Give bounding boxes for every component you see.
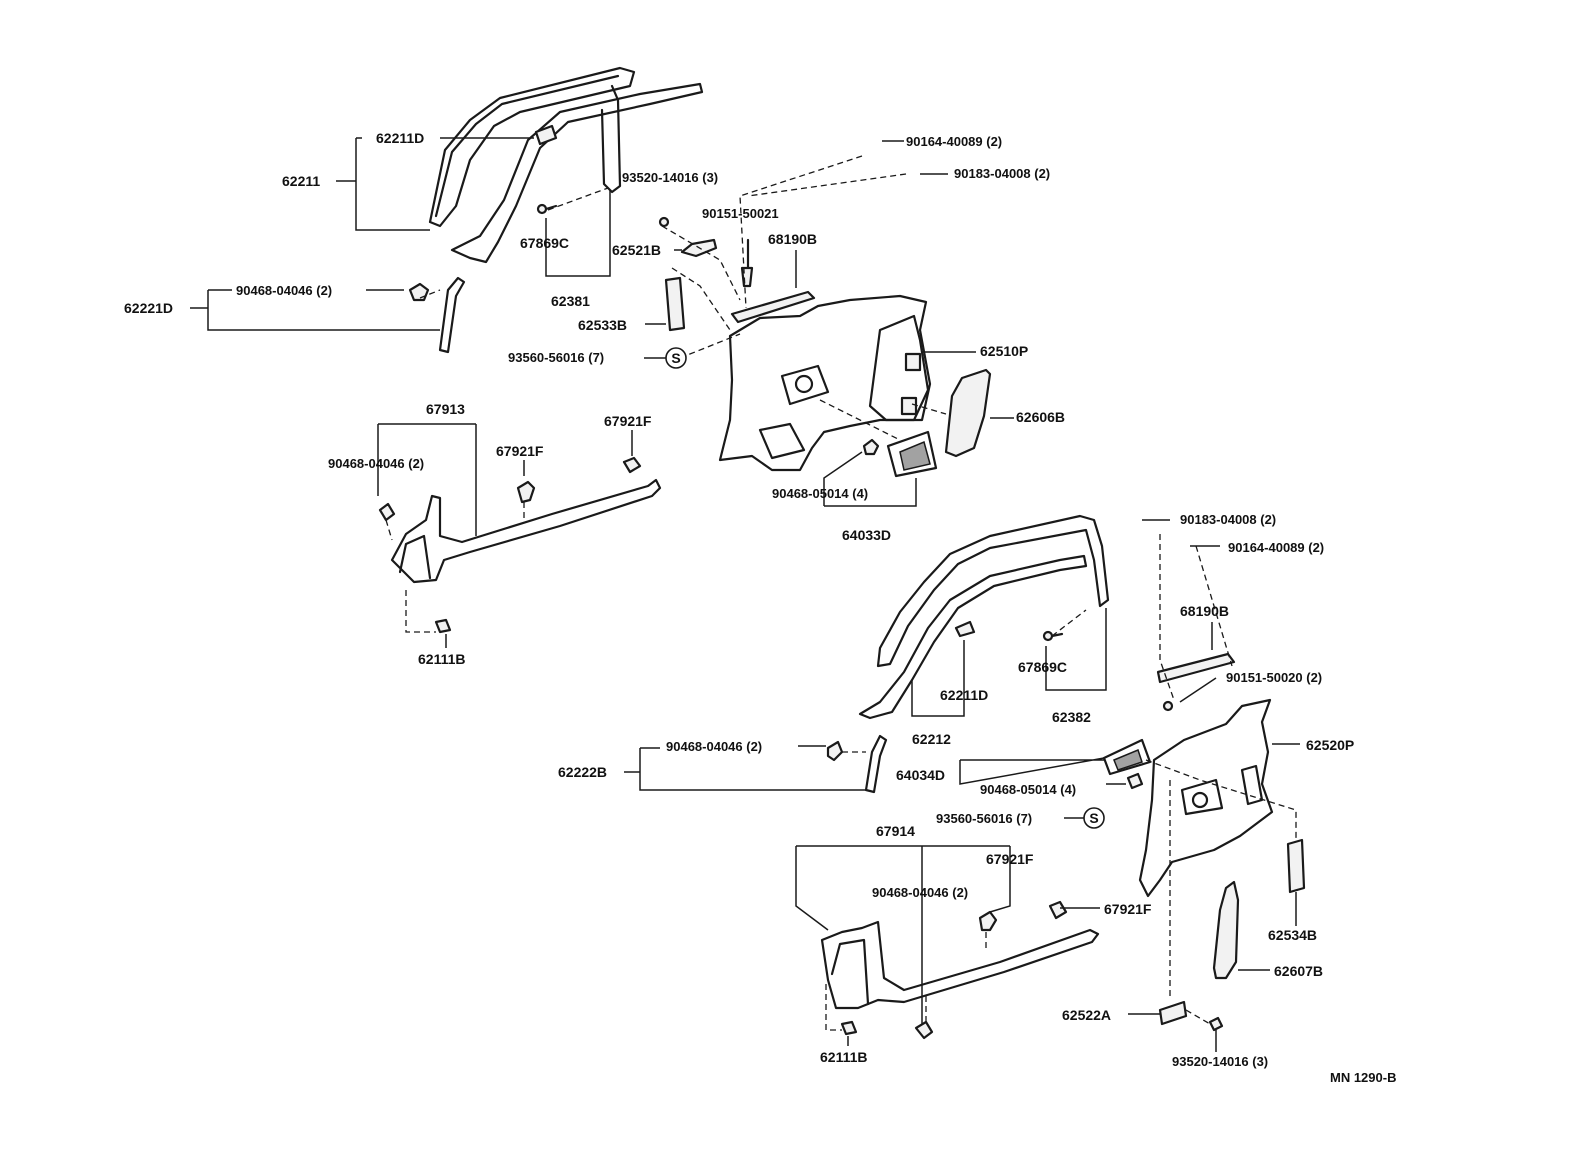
bracket-62534B [1286, 838, 1306, 894]
scuff-plate-67913 [378, 456, 662, 634]
label-68190B-top: 68190B [768, 231, 817, 247]
scuff-plate-68190B-top [730, 238, 816, 324]
label-90468-04046-bot: 90468-04046 (2) [666, 739, 762, 754]
label-62510P: 62510P [980, 343, 1028, 359]
label-62522A: 62522A [1062, 1007, 1111, 1023]
grille-64034D [1102, 738, 1152, 790]
scuff-plate-67914 [820, 900, 1100, 1040]
label-93560-56016-bot: 93560-56016 (7) [936, 811, 1032, 826]
bracket-62521B [658, 216, 718, 258]
label-62211D-bot: 62211D [940, 687, 988, 703]
label-67921F-d: 67921F [1104, 901, 1152, 917]
door-opening-trim-62211 [428, 66, 704, 264]
label-64033D: 64033D [842, 527, 891, 543]
label-67869C-bot: 67869C [1018, 659, 1067, 675]
label-62381: 62381 [551, 293, 590, 309]
label-90468-04046-bot2: 90468-04046 (2) [872, 885, 968, 900]
label-90468-05014-top: 90468-05014 (4) [772, 486, 868, 501]
bracket-62533B [664, 276, 686, 332]
label-67921F-a: 67921F [604, 413, 652, 429]
trim-cover-62606B [944, 368, 992, 458]
label-67869C-top: 67869C [520, 235, 569, 251]
label-62534B: 62534B [1268, 927, 1317, 943]
label-62221D: 62221D [124, 300, 173, 316]
label-62212: 62212 [912, 731, 951, 747]
label-68190B-bot: 68190B [1180, 603, 1229, 619]
label-67914: 67914 [876, 823, 915, 839]
label-93520-14016-bot: 93520-14016 (3) [1172, 1054, 1268, 1069]
label-67913: 67913 [426, 401, 465, 417]
label-90151-50021: 90151-50021 [702, 206, 779, 221]
s-symbol-top: S [665, 347, 687, 369]
label-62533B: 62533B [578, 317, 627, 333]
label-62606B: 62606B [1016, 409, 1065, 425]
leader-lines [190, 137, 1300, 1052]
quarter-trim-panel-62510P [718, 294, 932, 472]
bracket-62522A [1158, 1000, 1224, 1032]
label-62520P: 62520P [1306, 737, 1354, 753]
label-90164-40089-bot: 90164-40089 (2) [1228, 540, 1324, 555]
label-90183-04008-bot: 90183-04008 (2) [1180, 512, 1276, 527]
pillar-garnish-62221D [408, 276, 466, 354]
door-opening-trim-62212 [858, 514, 1110, 720]
scuff-plate-68190B-bottom [1156, 652, 1236, 684]
s-symbol-bottom: S [1083, 807, 1105, 829]
label-90183-04008-top: 90183-04008 (2) [954, 166, 1050, 181]
drawing-id: MN 1290-B [1330, 1070, 1396, 1085]
label-62222B: 62222B [558, 764, 607, 780]
label-62111B-bot: 62111B [820, 1049, 868, 1065]
label-90468-04046-mid: 90468-04046 (2) [328, 456, 424, 471]
label-90164-40089-top: 90164-40089 (2) [906, 134, 1002, 149]
s-symbol-bottom-text: S [1089, 810, 1098, 826]
label-67921F-c: 67921F [986, 851, 1034, 867]
quarter-trim-panel-62520P [1138, 698, 1274, 898]
clip-67869C-top [536, 203, 558, 215]
label-90151-50020: 90151-50020 (2) [1226, 670, 1322, 685]
label-62521B: 62521B [612, 242, 661, 258]
label-90468-04046-top: 90468-04046 (2) [236, 283, 332, 298]
label-93560-56016-top: 93560-56016 (7) [508, 350, 604, 365]
part-labels: 62211D 62211 93520-14016 (3) 67869C 6238… [124, 130, 1396, 1085]
trim-cover-62607B [1212, 880, 1240, 980]
label-62111B-top: 62111B [418, 651, 466, 667]
grille-64033D [862, 430, 938, 478]
label-64034D: 64034D [896, 767, 945, 783]
label-93520-14016-top: 93520-14016 (3) [622, 170, 718, 185]
label-62211D-top: 62211D [376, 130, 424, 146]
label-62607B: 62607B [1274, 963, 1323, 979]
dashed-assembly-lines [385, 155, 1297, 1031]
s-symbol-top-text: S [671, 350, 680, 366]
label-62382: 62382 [1052, 709, 1091, 725]
label-67921F-b: 67921F [496, 443, 544, 459]
label-90468-05014-bot: 90468-05014 (4) [980, 782, 1076, 797]
pillar-garnish-62222B [826, 734, 888, 794]
label-62211: 62211 [282, 173, 320, 189]
